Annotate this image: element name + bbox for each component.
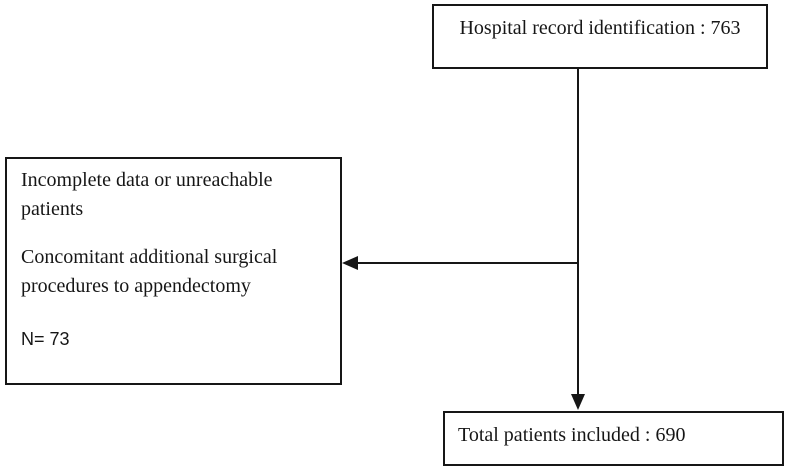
exclusion-reason-1: Incomplete data or unreachable patients: [21, 169, 273, 220]
exclusion-count: N= 73: [21, 329, 70, 349]
arrowhead-left-icon: [342, 256, 358, 270]
node-total-patients-included: Total patients included : 690: [443, 411, 784, 466]
connector-horizontal-line: [357, 262, 579, 264]
node-exclusions: Incomplete data or unreachable patients …: [5, 157, 342, 385]
exclusion-reason-2: Concomitant additional surgical procedur…: [21, 246, 278, 297]
node-hospital-record-identification: Hospital record identification : 763: [432, 4, 768, 69]
node-label: Hospital record identification : 763: [459, 17, 741, 39]
node-label: Total patients included : 690: [458, 424, 686, 446]
connector-vertical-line: [577, 69, 579, 396]
arrowhead-down-icon: [571, 394, 585, 410]
